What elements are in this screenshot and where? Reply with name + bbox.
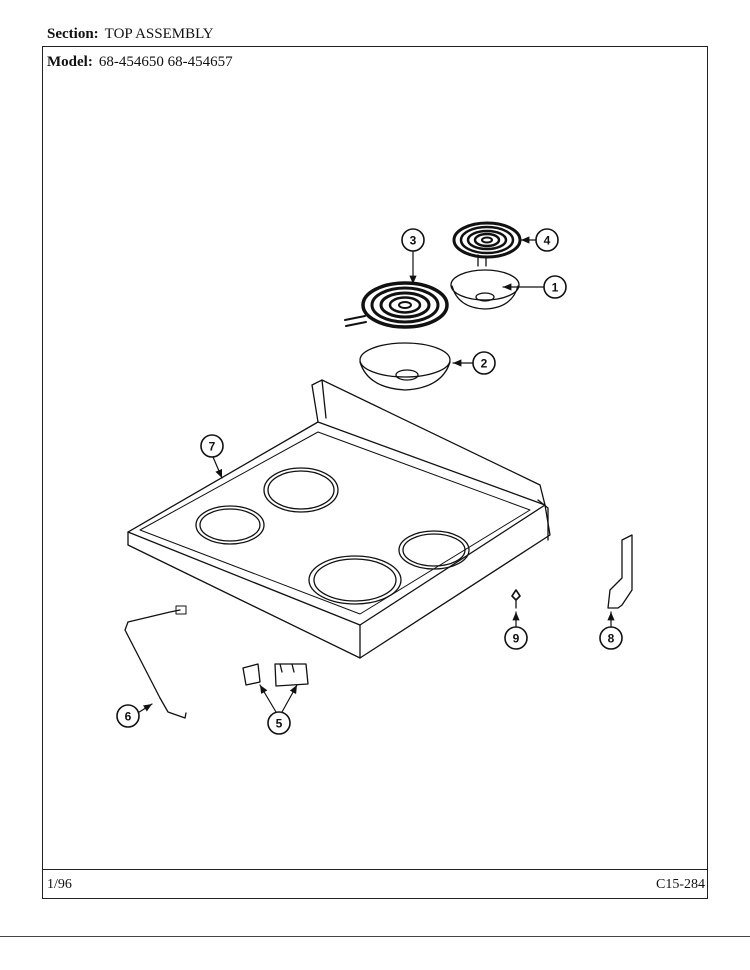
callout-2-label: 2 bbox=[481, 357, 488, 371]
small-surface-element bbox=[452, 221, 522, 267]
section-line: Section: TOP ASSEMBLY bbox=[47, 26, 214, 43]
section-value: TOP ASSEMBLY bbox=[104, 26, 214, 42]
callout-4: 4 bbox=[535, 228, 559, 252]
footer-code: C15-284 bbox=[656, 877, 705, 892]
callout-3-label: 3 bbox=[410, 234, 417, 248]
model-value: 68-454650 68-454657 bbox=[98, 54, 233, 70]
callout-2: 2 bbox=[472, 351, 496, 375]
callout-7: 7 bbox=[200, 434, 224, 458]
callout-6-label: 6 bbox=[125, 710, 132, 724]
callout-9: 9 bbox=[504, 626, 528, 650]
callout-8: 8 bbox=[599, 626, 623, 650]
lift-rod bbox=[124, 605, 187, 719]
footer-rule bbox=[42, 869, 708, 870]
leader-lines bbox=[132, 236, 615, 717]
callout-4-label: 4 bbox=[544, 234, 551, 248]
large-surface-element bbox=[344, 281, 449, 329]
callout-1-label: 1 bbox=[552, 281, 559, 295]
model-line: Model: 68-454650 68-454657 bbox=[47, 54, 233, 71]
callout-3: 3 bbox=[401, 228, 425, 252]
diagram-frame bbox=[42, 46, 708, 899]
callout-8-label: 8 bbox=[608, 632, 615, 646]
callout-9-label: 9 bbox=[513, 632, 520, 646]
brackets bbox=[242, 663, 309, 687]
section-label: Section: bbox=[47, 26, 99, 42]
small-drip-bowl bbox=[450, 269, 520, 310]
model-label: Model: bbox=[47, 54, 93, 70]
screw bbox=[511, 589, 521, 609]
callout-7-label: 7 bbox=[209, 440, 216, 454]
callout-6: 6 bbox=[116, 704, 140, 728]
callout-5: 5 bbox=[267, 711, 291, 735]
cooktop-main-top bbox=[127, 379, 551, 659]
side-trim-piece bbox=[607, 534, 633, 609]
callout-5-label: 5 bbox=[276, 717, 283, 731]
footer-date: 1/96 bbox=[47, 877, 72, 892]
callout-1: 1 bbox=[543, 275, 567, 299]
page-bottom-rule bbox=[0, 936, 750, 937]
large-drip-bowl bbox=[359, 342, 451, 391]
